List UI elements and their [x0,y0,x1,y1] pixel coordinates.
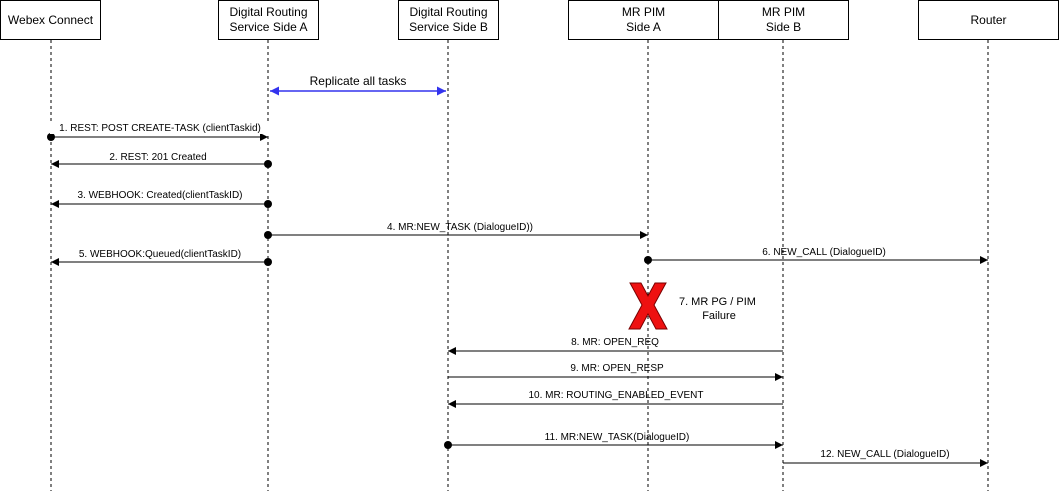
participant-mr-pim-side-b: MR PIM Side B [718,0,849,40]
message-5-origin-dot [264,258,272,266]
participant-drs-side-a: Digital Routing Service Side A [218,0,319,40]
participant-mr-pim-side-a: MR PIM Side A [568,0,719,40]
failure-label-line-2: Failure [702,310,736,322]
failure-mark: 7. MR PG / PIM Failure [628,282,759,330]
message-10: 10. MR: ROUTING_ENABLED_EVENT [448,390,783,408]
participant-webex-connect: Webex Connect [0,0,101,40]
message-6: 6. NEW_CALL (DialogueID) [644,247,988,264]
message-12: 12. NEW_CALL (DialogueID) [783,449,988,467]
participant-router: Router [918,0,1059,40]
message-1-origin-dot [47,133,55,141]
message-2: 2. REST: 201 Created [51,152,272,168]
message-3-label: 3. WEBHOOK: Created(clientTaskID) [77,190,242,201]
message-4-origin-dot [264,231,272,239]
failure-x-icon [628,282,668,330]
message-1: 1. REST: POST CREATE-TASK (clientTaskid) [47,121,272,141]
message-9: 9. MR: OPEN_RESP [448,363,783,381]
message-3: 3. WEBHOOK: Created(clientTaskID) [51,190,272,208]
message-11-label: 11. MR:NEW_TASK(DialogueID) [545,432,690,443]
message-5-label: 5. WEBHOOK:Queued(clientTaskID) [79,249,241,260]
message-11-origin-dot [444,441,452,449]
failure-label: 7. MR PG / PIM Failure [679,296,759,322]
message-4: 4. MR:NEW_TASK (DialogueID)) [264,222,648,239]
message-6-origin-dot [644,256,652,264]
participant-drs-side-b: Digital Routing Service Side B [398,0,499,40]
failure-label-line-1: 7. MR PG / PIM [679,296,756,308]
message-12-label: 12. NEW_CALL (DialogueID) [820,449,949,460]
message-8-label: 8. MR: OPEN_REQ [571,337,659,348]
message-2-origin-dot [264,160,272,168]
message-9-label: 9. MR: OPEN_RESP [570,363,664,374]
message-1-label-bg [50,121,272,134]
message-replicate: Replicate all tasks [270,74,446,96]
message-3-origin-dot [264,200,272,208]
message-8: 8. MR: OPEN_REQ [448,337,783,355]
message-2-label: 2. REST: 201 Created [109,152,206,163]
message-4-label: 4. MR:NEW_TASK (DialogueID)) [387,222,533,233]
message-6-label: 6. NEW_CALL (DialogueID) [762,247,886,258]
message-11: 11. MR:NEW_TASK(DialogueID) [444,432,783,449]
message-replicate-label: Replicate all tasks [310,74,407,88]
message-1-label: 1. REST: POST CREATE-TASK (clientTaskid) [59,123,261,134]
message-5: 5. WEBHOOK:Queued(clientTaskID) [51,249,272,266]
message-10-label: 10. MR: ROUTING_ENABLED_EVENT [528,390,703,401]
